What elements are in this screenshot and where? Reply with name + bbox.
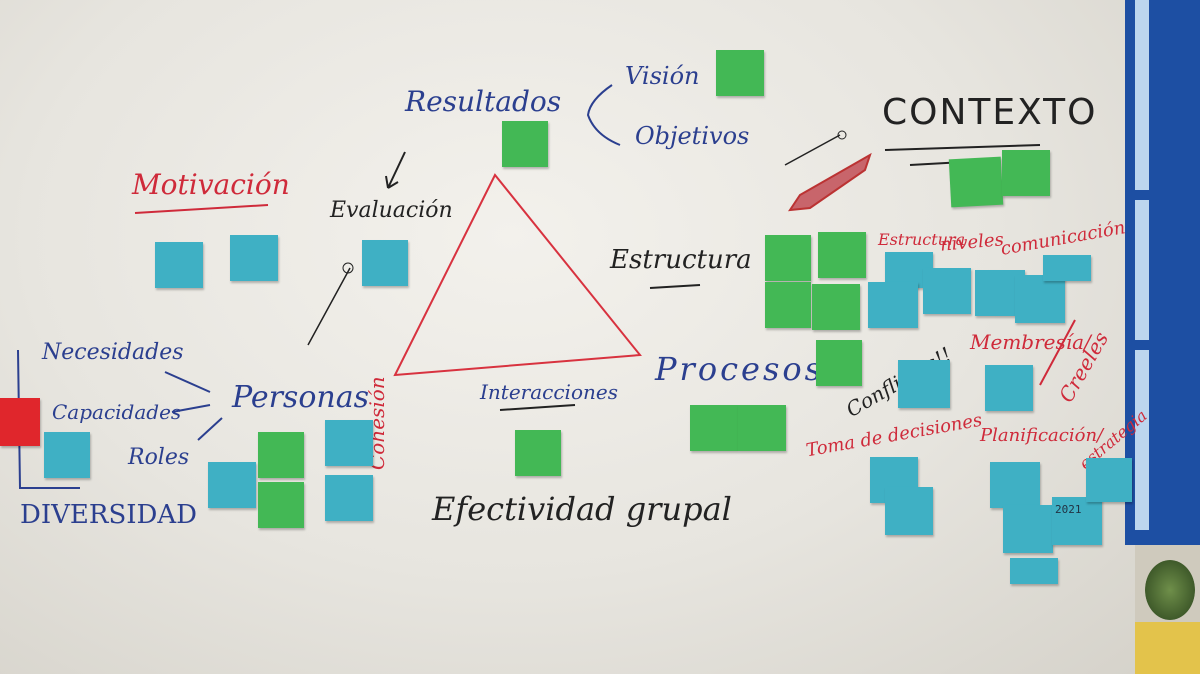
label-resultados: Resultados — [405, 85, 562, 118]
sticky-note — [155, 242, 203, 288]
sticky-note — [690, 405, 738, 451]
label-procesos: Procesos — [655, 350, 825, 388]
label-motivacion: Motivación — [132, 168, 290, 201]
label-interacciones: Interacciones — [480, 380, 618, 404]
triangle — [393, 173, 642, 377]
label-personas: Personas — [232, 380, 369, 415]
whiteboard — [0, 0, 1135, 674]
note-year-text: 2021 — [1055, 503, 1082, 516]
sticky-note — [362, 240, 408, 286]
sticky-note — [230, 235, 278, 281]
sticky-note — [0, 398, 40, 446]
sticky-note — [1002, 150, 1050, 196]
arrow-vision — [586, 84, 621, 146]
arrow-evaluacion — [385, 151, 406, 189]
arrow-interacciones — [307, 267, 351, 346]
label-estructura: Estructura — [610, 245, 752, 275]
sticky-note — [1010, 558, 1058, 584]
sticky-note — [1003, 505, 1053, 553]
sticky-note-2021: 2021 — [1052, 497, 1102, 545]
sticky-note — [923, 268, 971, 314]
arrow-contexto — [784, 134, 841, 166]
label-roles: Roles — [128, 445, 190, 470]
sticky-note — [258, 432, 304, 478]
label-objetivos: Objetivos — [635, 122, 750, 150]
label-estructura-red: Estructura — [878, 230, 966, 249]
sticky-note — [868, 282, 918, 328]
sticky-note — [325, 475, 373, 521]
plant — [1145, 560, 1195, 620]
sticky-note — [765, 282, 811, 328]
sticky-note — [208, 462, 256, 508]
sticky-note — [515, 430, 561, 476]
label-efectividad-grupal: Efectividad grupal — [432, 490, 732, 528]
sticky-note — [818, 232, 866, 278]
sticky-note — [325, 420, 373, 466]
label-membresia: Membresía/ — [970, 330, 1091, 354]
label-necesidades: Necesidades — [42, 340, 184, 365]
sticky-note — [816, 340, 862, 386]
sticky-note — [258, 482, 304, 528]
sticky-note — [716, 50, 764, 96]
sticky-note — [812, 284, 860, 330]
sticky-note — [1015, 275, 1065, 323]
red-arrow — [787, 152, 872, 212]
sticky-note — [1086, 458, 1132, 502]
sticky-note — [44, 432, 90, 478]
label-evaluacion: Evaluación — [330, 198, 453, 223]
sticky-note — [985, 365, 1033, 411]
sticky-note — [885, 487, 933, 535]
shelf — [1135, 622, 1200, 674]
sticky-note — [898, 360, 950, 408]
sticky-note — [502, 121, 548, 167]
label-contexto: CONTEXTO — [882, 92, 1098, 133]
sticky-note — [765, 235, 811, 281]
sticky-note — [1043, 255, 1091, 281]
sticky-note — [990, 462, 1040, 508]
sticky-note — [738, 405, 786, 451]
label-capacidades: Capacidades — [52, 400, 182, 424]
label-planificacion: Planificación/ — [980, 425, 1104, 446]
window-frame — [1125, 0, 1200, 545]
drawings — [17, 84, 1076, 489]
sticky-note — [948, 156, 1004, 208]
label-vision: Visión — [625, 62, 700, 90]
label-diversidad: DIVERSIDAD — [20, 500, 197, 530]
